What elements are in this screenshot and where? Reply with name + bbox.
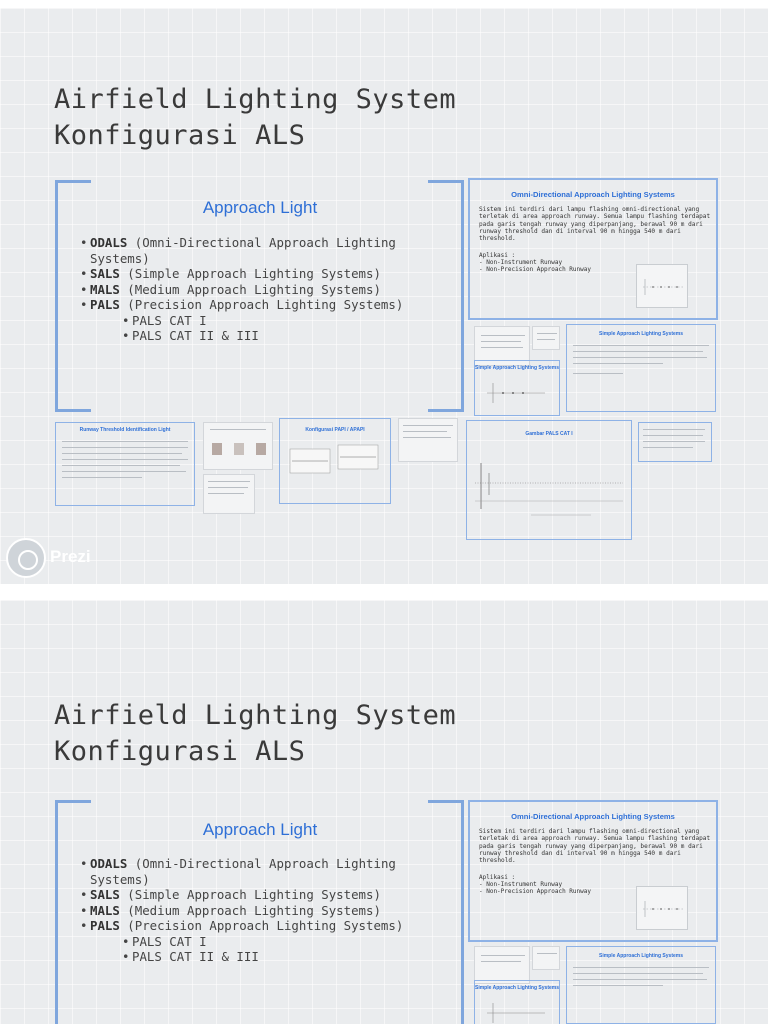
frame-bracket-right [428, 800, 464, 1024]
prezi-logo[interactable]: Prezi [4, 538, 100, 578]
papi-title: Konfigurasi PAPI / APAPI [305, 427, 365, 433]
thumbnail-panel[interactable] [532, 946, 560, 970]
sub-list-item: PALS CAT II & III [80, 328, 450, 344]
list-item: PALS (Precision Approach Lighting System… [80, 918, 450, 934]
simple-approach-diagram-panel[interactable]: Simple Approach Lighting Systems [474, 360, 560, 416]
list-item: MALS (Medium Approach Lighting Systems) [80, 282, 450, 298]
frame-bracket-left [55, 180, 91, 412]
thumbnail-panel[interactable] [638, 422, 712, 462]
sub-list-item: PALS CAT I [80, 313, 450, 329]
pals-cat-panel[interactable]: Gambar PALS CAT I [466, 420, 632, 540]
sub-list-item: PALS CAT I [80, 934, 450, 950]
pals-cat-title: Gambar PALS CAT I [525, 431, 573, 437]
prezi-slide-1[interactable]: Airfield Lighting System Konfigurasi ALS… [0, 8, 768, 584]
omni-diagram-image [636, 886, 688, 930]
omni-directional-panel[interactable]: Omni-Directional Approach Lighting Syste… [468, 800, 718, 942]
thumbnail-panel[interactable] [203, 474, 255, 514]
rtil-title: Runway Threshold Identification Light [79, 427, 171, 433]
prezi-wordmark: Prezi [50, 547, 91, 566]
frame-bracket-right [428, 180, 464, 412]
list-item: MALS (Medium Approach Lighting Systems) [80, 903, 450, 919]
papi-panel[interactable]: Konfigurasi PAPI / APAPI [279, 418, 391, 504]
omni-diagram-image [636, 264, 688, 308]
papi-diagram-image [289, 444, 379, 474]
omni-panel-title: Omni-Directional Approach Lighting Syste… [511, 190, 675, 199]
thumbnail-panel[interactable] [532, 326, 560, 350]
slide-title: Airfield Lighting System Konfigurasi ALS [54, 82, 456, 154]
pals-diagram-image [475, 463, 623, 516]
list-item: ODALS (Omni-Directional Approach Lightin… [80, 856, 450, 887]
thumbnail-panel[interactable] [203, 422, 273, 470]
title-line-1: Airfield Lighting System [54, 700, 457, 731]
omni-panel-text: Sistem ini terdiri dari lampu flashing o… [479, 206, 711, 243]
simple-approach-panel[interactable]: Simple Approach Lighting Systems [566, 324, 716, 412]
omni-panel-title: Omni-Directional Approach Lighting Syste… [511, 812, 675, 821]
thumbnail-panel[interactable] [398, 418, 458, 462]
omni-panel-applications: Aplikasi : - Non-Instrument Runway - Non… [479, 252, 591, 274]
simple-approach-title: Simple Approach Lighting Systems [599, 953, 683, 959]
simple-approach-diagram-panel[interactable]: Simple Approach Lighting Systems [474, 980, 560, 1024]
list-item: PALS (Precision Approach Lighting System… [80, 297, 450, 313]
omni-panel-text: Sistem ini terdiri dari lampu flashing o… [479, 828, 711, 865]
simple-approach-title: Simple Approach Lighting Systems [599, 331, 683, 337]
list-item: SALS (Simple Approach Lighting Systems) [80, 887, 450, 903]
thumbnail-panel[interactable] [474, 946, 530, 984]
omni-panel-applications: Aplikasi : - Non-Instrument Runway - Non… [479, 874, 591, 896]
approach-light-heading: Approach Light [202, 820, 318, 839]
sals-diagram-image [487, 383, 545, 403]
thumbnail-panel[interactable] [474, 326, 530, 366]
title-line-2: Konfigurasi ALS [54, 736, 306, 767]
title-line-1: Airfield Lighting System [54, 84, 457, 115]
simple-approach-panel[interactable]: Simple Approach Lighting Systems [566, 946, 716, 1024]
frame-bracket-left [55, 800, 91, 1024]
omni-directional-panel[interactable]: Omni-Directional Approach Lighting Syste… [468, 178, 718, 320]
runway-threshold-panel[interactable]: Runway Threshold Identification Light [55, 422, 195, 506]
approach-light-heading: Approach Light [202, 198, 318, 217]
slide-title: Airfield Lighting System Konfigurasi ALS [54, 698, 456, 770]
sub-list-item: PALS CAT II & III [80, 949, 450, 965]
prezi-slide-2[interactable]: Airfield Lighting System Konfigurasi ALS… [0, 600, 768, 1024]
prezi-logo-icon [6, 538, 46, 578]
approach-light-list: ODALS (Omni-Directional Approach Lightin… [80, 856, 450, 965]
list-item: SALS (Simple Approach Lighting Systems) [80, 266, 450, 282]
approach-light-list: ODALS (Omni-Directional Approach Lightin… [80, 235, 450, 344]
list-item: ODALS (Omni-Directional Approach Lightin… [80, 235, 450, 266]
sals-diagram-image [487, 1003, 545, 1023]
title-line-2: Konfigurasi ALS [54, 120, 306, 151]
